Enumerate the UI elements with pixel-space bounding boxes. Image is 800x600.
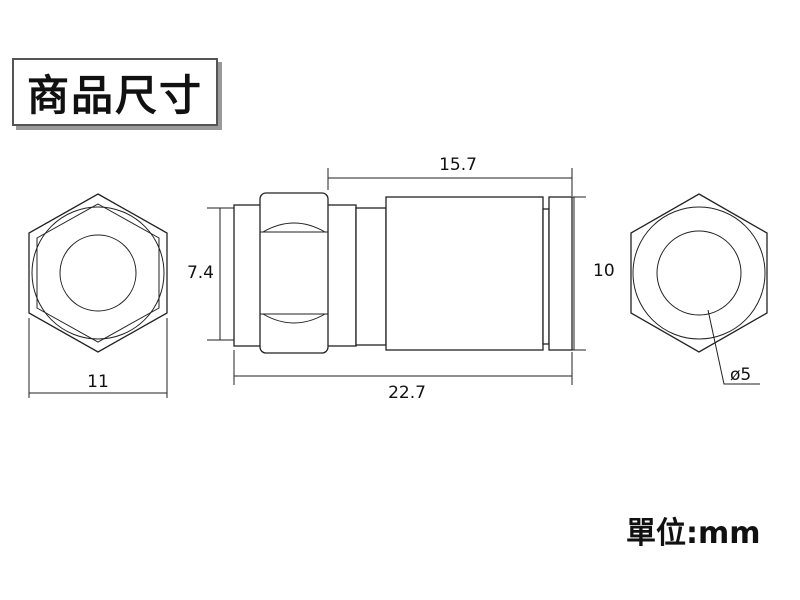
hex-nut (259, 192, 329, 354)
left-outer-circle (31, 206, 165, 340)
nut-chamfer-1 (262, 222, 326, 233)
left-end-view: 11 (28, 193, 168, 398)
nut-chamfer-2 (262, 313, 326, 324)
right-collar (548, 196, 573, 351)
right-end-view: ø5 (630, 193, 768, 385)
unit-label: 單位:mm (626, 516, 761, 551)
right-bore-circle (656, 230, 742, 316)
left-hex-inner (36, 203, 160, 343)
groove (542, 208, 550, 345)
side-view: 7.4 10 15.7 22.7 (187, 155, 615, 403)
main-body (385, 196, 544, 351)
body-length-label: 15.7 (439, 155, 477, 175)
middle-ferrule (325, 204, 357, 347)
right-outer-circle (632, 206, 766, 340)
right-height-label: 10 (593, 261, 615, 281)
left-bore-circle (59, 234, 137, 312)
bore-leader-line (707, 309, 760, 385)
left-hex-outline (28, 193, 168, 353)
bore-diameter-label: ø5 (730, 365, 751, 385)
overall-length-label: 22.7 (388, 383, 426, 403)
right-hex-outline (630, 193, 768, 353)
left-ferrule (233, 204, 265, 347)
left-height-label: 7.4 (187, 263, 214, 283)
hex-width-label: 11 (87, 372, 109, 392)
title-box: 商品尺寸 (12, 58, 218, 126)
neck (355, 207, 387, 346)
